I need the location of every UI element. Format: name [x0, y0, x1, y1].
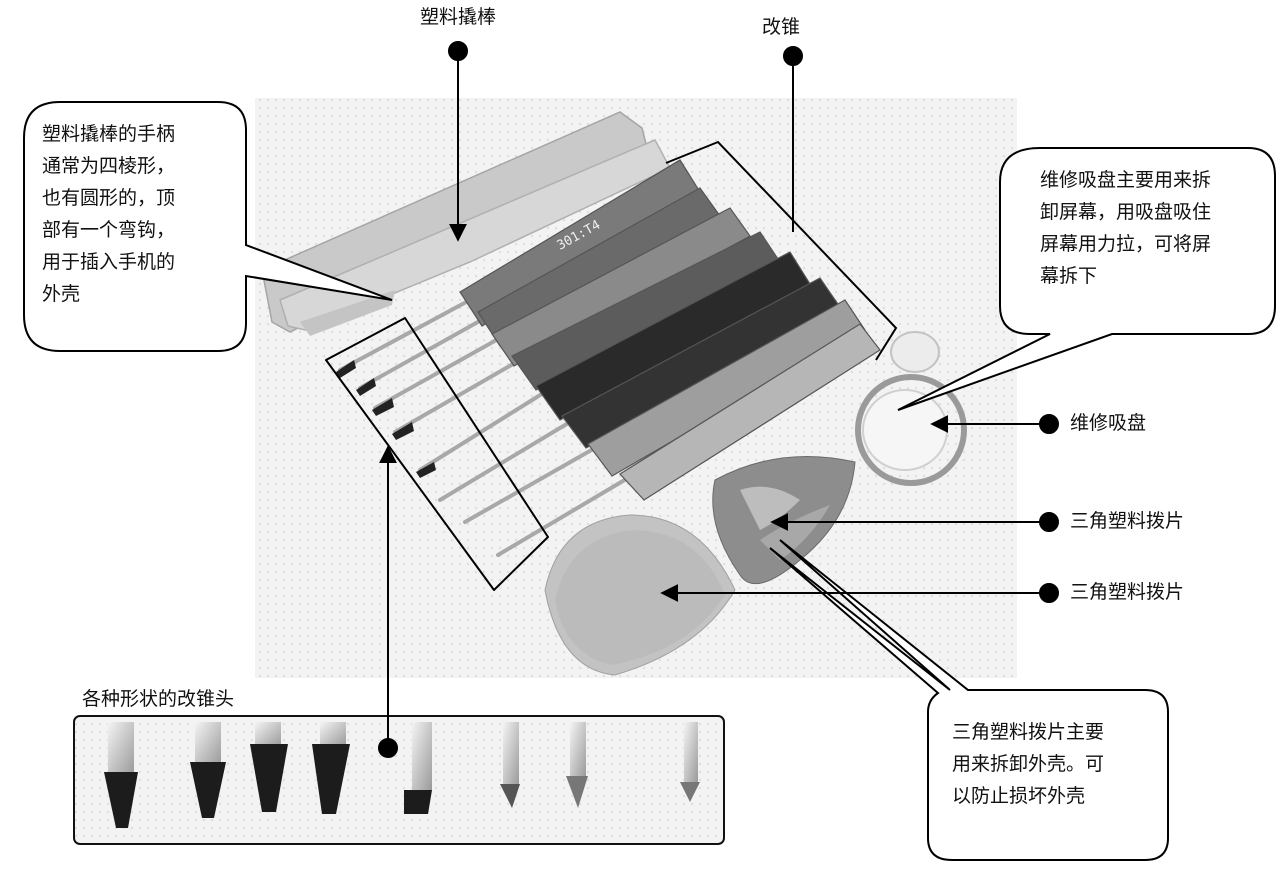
bit-3 [250, 722, 288, 812]
bit-6 [500, 722, 520, 808]
bit-5 [404, 722, 432, 814]
pry-bar-callout-text: 塑料撬棒的手柄 通常为四棱形， 也有圆形的，顶 部有一个弯钩， 用于插入手机的 … [42, 118, 175, 310]
bit-shapes-label: 各种形状的改锥头 [82, 688, 235, 710]
pick-callout-line: 用来拆卸外壳。可 [952, 753, 1105, 775]
bit-1 [104, 722, 138, 828]
bit-2 [190, 722, 226, 818]
suction-cup [855, 331, 967, 486]
plain-guitar-picks [544, 514, 736, 676]
guitar-pick-label-1: 三角塑料拨片 [1070, 510, 1185, 532]
pry-bar-label: 塑料撬棒 [420, 6, 497, 28]
suction-cup-label: 维修吸盘 [1070, 412, 1147, 434]
suction-callout-line: 幕拆下 [1040, 265, 1098, 287]
tips-bracket [325, 317, 549, 591]
bit-7 [566, 722, 588, 808]
pry-bar-callout-line: 塑料撬棒的手柄 [42, 123, 176, 145]
pry-bar-callout-line: 用于插入手机的 [42, 251, 176, 273]
suction-callout-line: 维修吸盘主要用来拆 [1040, 169, 1212, 191]
pry-bar-callout-line: 外壳 [42, 283, 81, 305]
bit-4 [312, 722, 350, 814]
pry-bar-callout-line: 也有圆形的，顶 [42, 187, 176, 209]
pick-callout-line: 以防止损坏外壳 [952, 785, 1086, 807]
screwdriver-label: 改锥 [762, 16, 801, 38]
pry-bar-callout-line: 通常为四棱形， [42, 155, 176, 177]
suction-callout-line: 卸屏幕，用吸盘吸住 [1040, 201, 1212, 223]
pick-callout-bubble [769, 539, 1169, 861]
pry-bar-callout-line: 部有一个弯钩， [42, 219, 176, 241]
pick-callout-line: 三角塑料拨片主要 [952, 721, 1105, 743]
pry-bar-callout-bubble [23, 101, 393, 352]
leader-lines [378, 41, 1059, 758]
screwdriver-set: 301:T4 [336, 159, 881, 557]
suction-callout-line: 屏幕用力拉，可将屏 [1040, 233, 1212, 255]
bit-8 [680, 722, 700, 802]
suction-callout-bubble [897, 147, 1276, 411]
screwdriver-bracket [665, 140, 898, 361]
guitar-pick-label-2: 三角塑料拨片 [1070, 581, 1185, 603]
plastic-pry-bars [261, 111, 672, 336]
suction-callout-text: 维修吸盘主要用来拆 卸屏幕，用吸盘吸住 屏幕用力拉，可将屏 幕拆下 [1040, 164, 1211, 292]
bit-shapes-inset [73, 715, 725, 845]
pick-callout-text: 三角塑料拨片主要 用来拆卸外壳。可 以防止损坏外壳 [952, 716, 1104, 812]
